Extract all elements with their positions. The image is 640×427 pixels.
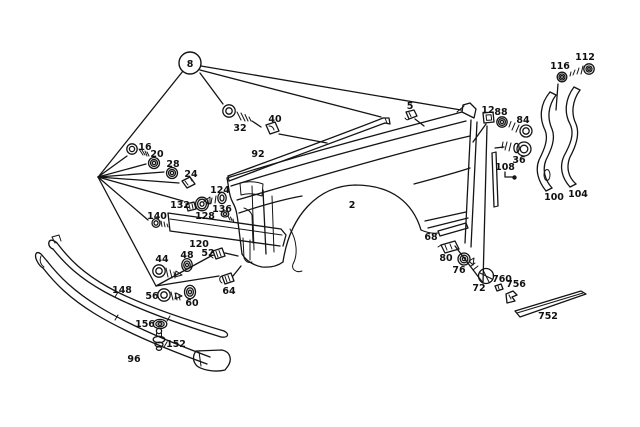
- callout-8-label: 8: [187, 59, 194, 70]
- part-label-76: 76: [452, 265, 466, 276]
- part-label-52: 52: [201, 248, 214, 259]
- clip-40: [265, 121, 280, 135]
- washer-116: [556, 71, 568, 83]
- screw-32: [222, 104, 252, 122]
- strip-752: [514, 290, 587, 318]
- part-label-5: 5: [407, 101, 414, 112]
- clip-12: [482, 111, 495, 124]
- fender-front-edge: [226, 177, 243, 255]
- washer-88: [496, 116, 508, 128]
- clip-64: [219, 272, 235, 285]
- screw-16: [126, 143, 150, 157]
- clip-132: [185, 201, 197, 212]
- grommet-156: [152, 318, 168, 330]
- part-label-148: 148: [112, 285, 132, 296]
- rocker-band: [424, 211, 469, 229]
- screw-112: [569, 63, 595, 77]
- clip-760: [494, 283, 504, 292]
- part-label-28: 28: [166, 159, 180, 170]
- part-label-140: 140: [147, 211, 167, 222]
- leader-108: [504, 171, 514, 178]
- arrow-44: [174, 270, 183, 278]
- strip-148: [48, 234, 229, 338]
- part-label-84: 84: [516, 115, 530, 126]
- plug-152: [152, 327, 166, 351]
- part-label-112: 112: [575, 52, 595, 63]
- grommet-76: [457, 252, 471, 266]
- part-label-36: 36: [512, 155, 526, 166]
- panel-120: [167, 212, 287, 247]
- plug-140: [151, 217, 169, 229]
- molding-92: [227, 117, 391, 182]
- wheel-arch: [282, 184, 422, 263]
- arrow-56: [174, 292, 183, 300]
- part-label-104: 104: [568, 189, 588, 200]
- part-label-128: 128: [195, 211, 215, 222]
- part-label-16: 16: [138, 142, 152, 153]
- part-label-12: 12: [481, 105, 494, 116]
- grommet-60: [183, 284, 197, 300]
- callout-8: [178, 51, 202, 75]
- part-label-116: 116: [550, 61, 570, 72]
- strip-96-end-cap: [192, 349, 231, 372]
- grommet-28: [165, 166, 179, 180]
- screw-44: [152, 264, 183, 279]
- part-label-132: 132: [170, 200, 190, 211]
- screw-56: [157, 288, 183, 302]
- screw-72: [468, 257, 495, 285]
- part-label-100: 100: [544, 192, 564, 203]
- part-label-124: 124: [210, 185, 230, 196]
- leader-lines: [97, 65, 559, 287]
- bracket-100: [536, 91, 557, 192]
- part-label-752: 752: [538, 311, 558, 322]
- clip-24: [181, 176, 196, 189]
- fender-corner-tab: [461, 102, 477, 119]
- grommet-48: [181, 257, 193, 273]
- grommet-128: [194, 196, 210, 212]
- part-label-152: 152: [166, 339, 186, 350]
- part-label-156: 156: [135, 319, 155, 330]
- strip-96: [34, 251, 231, 372]
- plug-136: [220, 210, 234, 222]
- clip-5: [404, 109, 418, 121]
- part-label-756: 756: [506, 279, 526, 290]
- part-label-760: 760: [492, 274, 512, 285]
- bolt-84: [508, 121, 533, 138]
- headlamp-opening: [239, 181, 264, 197]
- bracket-104: [560, 86, 581, 188]
- part-label-72: 72: [472, 283, 485, 294]
- part-label-32: 32: [233, 123, 246, 134]
- part-label-48: 48: [180, 250, 194, 261]
- part-label-108: 108: [495, 162, 515, 173]
- part-label-60: 60: [185, 298, 199, 309]
- strip-68: [437, 222, 469, 237]
- part-label-120: 120: [189, 239, 209, 250]
- leader-dot-108: [512, 175, 517, 180]
- part-label-2: 2: [349, 200, 356, 211]
- part-label-56: 56: [145, 291, 159, 302]
- bolt-36: [501, 141, 532, 157]
- part-label-64: 64: [222, 286, 236, 297]
- part-label-20: 20: [150, 149, 164, 160]
- part-label-80: 80: [439, 253, 453, 264]
- part-label-96: 96: [127, 354, 141, 365]
- strip-108: [491, 151, 499, 208]
- part-label-44: 44: [155, 254, 169, 265]
- bracket-756: [505, 290, 518, 304]
- part-label-92: 92: [251, 149, 264, 160]
- part-label-24: 24: [184, 169, 198, 180]
- clip-80: [437, 240, 460, 254]
- part-label-68: 68: [424, 232, 438, 243]
- part-label-88: 88: [494, 107, 508, 118]
- clip-52: [210, 247, 226, 260]
- grommet-20: [147, 156, 161, 170]
- part-label-136: 136: [212, 204, 232, 215]
- part-label-40: 40: [268, 114, 282, 125]
- arrow-72: [468, 257, 475, 266]
